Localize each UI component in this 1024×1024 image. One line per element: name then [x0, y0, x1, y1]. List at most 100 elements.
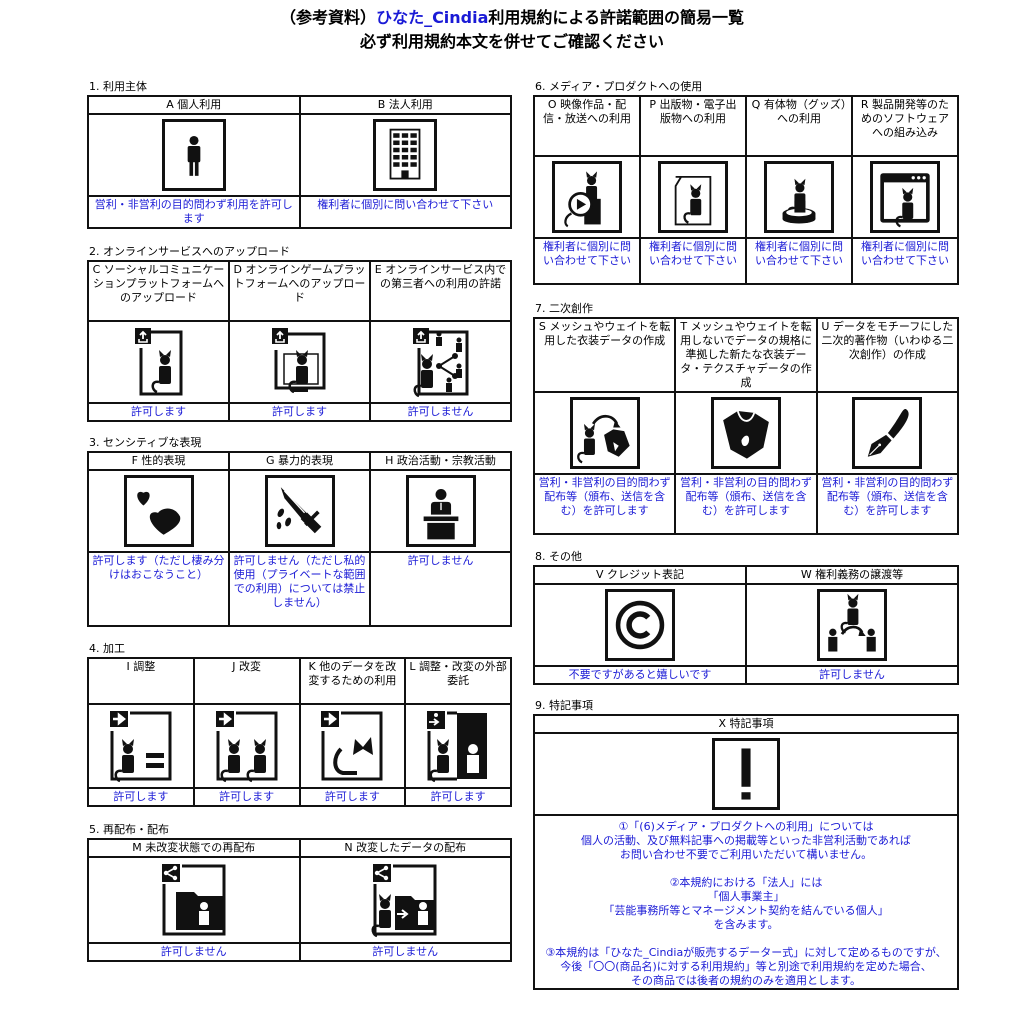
- section-processing: 4. 加工 I 調整 J 改変 K 他のデータを改変するための利用 L 調整・改…: [87, 642, 512, 807]
- item-heading: L 調整・改変の外部委託: [404, 657, 512, 705]
- hearts-icon: [123, 475, 194, 547]
- permission-table: I 調整 J 改変 K 他のデータを改変するための利用 L 調整・改変の外部委託…: [87, 657, 512, 807]
- permission-result: 営利・非営利の目的問わず利用を許可します: [87, 195, 301, 229]
- title-prefix: （参考資料）: [280, 8, 377, 27]
- section-special-notes: 9. 特記事項 X 特記事項 ①「(6)メディア・プロダクトへの利用」については…: [533, 699, 959, 990]
- item-heading: O 映像作品・配信・放送への利用: [533, 95, 641, 157]
- item-heading: R 製品開発等のためのソフトウェアへの組み込み: [851, 95, 959, 157]
- note-2: ②本規約における「法人」には 「個人事業主」 「芸能事務所等とマネージメント契約…: [603, 876, 889, 931]
- item-heading: D オンラインゲームプラットフォームへのアップロード: [228, 260, 371, 322]
- permission-table: M 未改変状態での再配布 N 改変したデータの配布 許可しません 許可しません: [87, 838, 512, 962]
- item-heading: H 政治活動・宗教活動: [369, 451, 512, 471]
- item-heading: F 性的表現: [87, 451, 230, 471]
- permission-table: A 個人利用 B 法人利用 営利・非営利の目的問わず利用を許可します 権利者に個…: [87, 95, 512, 229]
- permission-result: 許可しません: [745, 665, 959, 685]
- item-heading: M 未改変状態での再配布: [87, 838, 301, 858]
- parts-reuse-icon: [319, 709, 386, 783]
- permission-table: V クレジット表記 W 権利義務の譲渡等 不要ですがあると嬉しいです 許可しませ…: [533, 565, 959, 685]
- section-label: 4. 加工: [89, 642, 125, 655]
- page-title: （参考資料）ひなた_Cindia利用規約による許諾範囲の簡易一覧 必ず利用規約本…: [0, 6, 1024, 54]
- permission-result: 許可します: [87, 787, 195, 807]
- section-derivative-works: 7. 二次創作 S メッシュやウェイトを転用した衣装データの作成 T メッシュや…: [532, 302, 960, 535]
- video-play-icon: [552, 161, 622, 233]
- note-3: ③本規約は「ひなた_Cindiaが販売するデーター式」に対して定めるものですが、…: [545, 946, 947, 987]
- document-avatar-icon: [658, 161, 728, 233]
- section-media-product: 6. メディア・プロダクトへの使用 O 映像作品・配信・放送への利用 P 出版物…: [533, 80, 959, 285]
- share-folder-icon: [159, 862, 228, 938]
- permission-result: 許可します（ただし棲み分けはおこなうこと）: [87, 551, 230, 627]
- title-line-1: （参考資料）ひなた_Cindia利用規約による許諾範囲の簡易一覧: [0, 6, 1024, 30]
- item-heading: G 暴力的表現: [228, 451, 371, 471]
- section-label: 5. 再配布・配布: [89, 823, 169, 836]
- permission-result: 権利者に個別に問い合わせて下さい: [745, 237, 853, 285]
- permission-result: 許可しません: [369, 551, 512, 627]
- permission-result: 権利者に個別に問い合わせて下さい: [298, 195, 512, 229]
- figure-stand-icon: [764, 161, 834, 233]
- section-label: 6. メディア・プロダクトへの使用: [535, 80, 703, 93]
- special-notes: ①「(6)メディア・プロダクトへの利用」については 個人の活動、及び無料記事への…: [533, 814, 959, 990]
- section-label: 1. 利用主体: [89, 80, 147, 93]
- section-label: 2. オンラインサービスへのアップロード: [89, 245, 290, 258]
- permission-result: 営利・非営利の目的問わず配布等（頒布、送信を含む）を許可します: [815, 473, 960, 535]
- item-heading: B 法人利用: [298, 95, 512, 115]
- software-window-icon: [870, 161, 940, 233]
- section-other: 8. その他 V クレジット表記 W 権利義務の譲渡等 不要ですがあると嬉しいで…: [533, 550, 959, 685]
- item-heading: P 出版物・電子出版物への利用: [639, 95, 747, 157]
- item-heading: W 権利義務の譲渡等: [745, 565, 959, 585]
- avatar-to-clothing-icon: [569, 397, 640, 469]
- item-heading: J 改変: [192, 657, 301, 705]
- transfer-icon: [817, 589, 887, 661]
- permission-result: 営利・非営利の目的問わず配布等（頒布、送信を含む）を許可します: [674, 473, 818, 535]
- upload-avatar-icon: [132, 326, 185, 398]
- permission-result: 営利・非営利の目的問わず配布等（頒布、送信を含む）を許可します: [532, 473, 677, 535]
- permission-result: 権利者に個別に問い合わせて下さい: [851, 237, 959, 285]
- permission-table: F 性的表現 G 暴力的表現 H 政治活動・宗教活動 許可します（ただし棲み分け…: [87, 451, 512, 627]
- person-icon: [161, 119, 226, 191]
- permission-result: 許可しません: [87, 942, 301, 962]
- permission-result: 権利者に個別に問い合わせて下さい: [639, 237, 747, 285]
- permission-result: 許可します: [192, 787, 301, 807]
- clothing-icon: [710, 397, 781, 469]
- permission-result: 許可しません: [298, 942, 512, 962]
- title-suffix: 利用規約による許諾範囲の簡易一覧: [488, 8, 744, 27]
- item-heading: I 調整: [87, 657, 195, 705]
- title-line-2: 必ず利用規約本文を併せてご確認ください: [359, 32, 664, 51]
- item-heading: V クレジット表記: [533, 565, 747, 585]
- section-label: 8. その他: [535, 550, 582, 563]
- adjust-equal-icon: [107, 709, 174, 783]
- upload-monitor-icon: [269, 326, 330, 398]
- outsource-icon: [425, 709, 492, 783]
- permission-result: 権利者に個別に問い合わせて下さい: [533, 237, 641, 285]
- permission-result: 不要ですがあると嬉しいです: [533, 665, 747, 685]
- permission-result: 許可しません: [369, 402, 512, 422]
- item-heading: K 他のデータを改変するための利用: [298, 657, 407, 705]
- permission-result: 許可します: [404, 787, 512, 807]
- item-heading: T メッシュやウェイトを転用しないでデータの規格に準拠した新たな衣装データ・テク…: [674, 317, 818, 393]
- item-heading: S メッシュやウェイトを転用した衣装データの作成: [532, 317, 677, 393]
- exclamation-icon: [712, 738, 780, 810]
- section-online-upload: 2. オンラインサービスへのアップロード C ソーシャルコミュニケーションプラッ…: [87, 245, 512, 422]
- section-label: 7. 二次創作: [535, 302, 593, 315]
- item-heading: Q 有体物（グッズ）への利用: [745, 95, 853, 157]
- copyright-icon: [605, 589, 675, 661]
- section-redistribution: 5. 再配布・配布 M 未改変状態での再配布 N 改変したデータの配布 許可しま…: [87, 823, 512, 962]
- permission-table: S メッシュやウェイトを転用した衣装データの作成 T メッシュやウェイトを転用し…: [532, 317, 960, 535]
- section-label: 3. センシティブな表現: [89, 436, 202, 449]
- building-icon: [373, 119, 438, 191]
- notes-table: X 特記事項 ①「(6)メディア・プロダクトへの利用」については 個人の活動、及…: [533, 714, 959, 990]
- item-heading: C ソーシャルコミュニケーションプラットフォームへのアップロード: [87, 260, 230, 322]
- item-heading: N 改変したデータの配布: [298, 838, 512, 858]
- item-heading: X 特記事項: [533, 714, 959, 734]
- item-heading: A 個人利用: [87, 95, 301, 115]
- section-sensitive-expression: 3. センシティブな表現 F 性的表現 G 暴力的表現 H 政治活動・宗教活動 …: [87, 436, 512, 627]
- section-label: 9. 特記事項: [535, 699, 593, 712]
- share-modified-folder-icon: [371, 862, 440, 938]
- permission-table: C ソーシャルコミュニケーションプラットフォームへのアップロード D オンライン…: [87, 260, 512, 422]
- section-usage-subject: 1. 利用主体 A 個人利用 B 法人利用 営利・非営利の目的問わず利用を許可し…: [87, 80, 512, 229]
- permission-table: O 映像作品・配信・放送への利用 P 出版物・電子出版物への利用 Q 有体物（グ…: [533, 95, 959, 285]
- podium-speaker-icon: [405, 475, 476, 547]
- permission-result: 許可します: [298, 787, 407, 807]
- knife-icon: [264, 475, 335, 547]
- permission-result: 許可します: [228, 402, 371, 422]
- fountain-pen-icon: [852, 397, 923, 469]
